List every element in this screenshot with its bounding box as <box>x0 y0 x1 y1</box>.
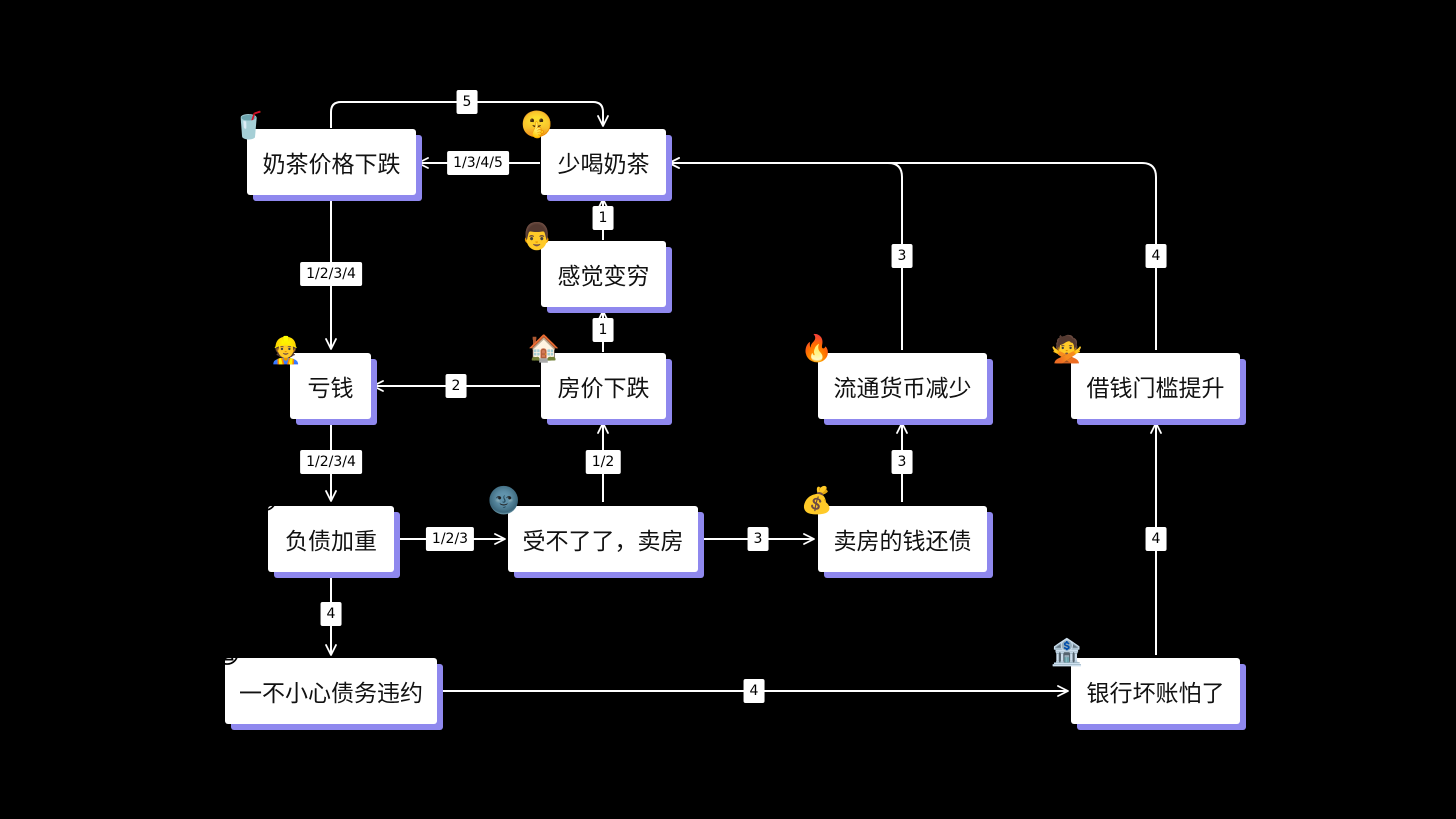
edge-label: 1/2 <box>585 450 621 474</box>
edge-label: 5 <box>456 90 478 114</box>
node-feel-poorer[interactable]: 感觉变穷 <box>541 241 672 313</box>
edge-label: 1 <box>592 206 614 230</box>
node-milk-tea-price-drop[interactable]: 奶茶价格下跌 <box>247 129 422 201</box>
node-label: 一不小心债务违约 <box>225 658 437 724</box>
node-debt-default[interactable]: 一不小心债务违约 <box>225 658 443 730</box>
edge-label: 1/2/3/4 <box>300 262 362 286</box>
edge-label: 4 <box>743 679 765 703</box>
cup-with-straw-icon: 🥤 <box>232 111 266 141</box>
node-money-supply-decrease[interactable]: 流通货币减少 <box>818 353 993 425</box>
edge-label: 1/2/3/4 <box>300 450 362 474</box>
node-bank-bad-debt[interactable]: 银行坏账怕了 <box>1071 658 1246 730</box>
node-lose-money[interactable]: 亏钱 <box>290 353 377 425</box>
edge-label: 3 <box>891 244 913 268</box>
gesturing-no-icon: 🙅 <box>1050 335 1084 365</box>
man-face-icon: 👨 <box>520 222 554 252</box>
node-debt-heavier[interactable]: 负债加重 <box>268 506 400 578</box>
node-label: 负债加重 <box>268 506 394 572</box>
money-bag-icon: 💰 <box>800 486 834 516</box>
edge-label: 2 <box>445 374 467 398</box>
node-label: 借钱门槛提升 <box>1071 353 1240 419</box>
node-drink-less-milk-tea[interactable]: 少喝奶茶 <box>541 129 672 201</box>
fire-icon: 🔥 <box>800 334 834 364</box>
new-moon-face-icon: 🌚 <box>487 486 521 516</box>
node-sell-house[interactable]: 受不了了，卖房 <box>508 506 704 578</box>
edge-label: 3 <box>747 527 769 551</box>
house-icon: 🏠 <box>527 334 561 364</box>
node-house-price-drop[interactable]: 房价下跌 <box>541 353 672 425</box>
node-repay-debt[interactable]: 卖房的钱还债 <box>818 506 993 578</box>
node-label: 流通货币减少 <box>818 353 987 419</box>
edge-label: 1/3/4/5 <box>447 151 509 175</box>
node-label: 受不了了，卖房 <box>508 506 698 572</box>
edge-label: 4 <box>320 602 342 626</box>
node-label: 银行坏账怕了 <box>1071 658 1240 724</box>
node-label: 少喝奶茶 <box>541 129 666 195</box>
edge-money-supply-decrease-to-drink-less <box>668 157 903 350</box>
edge-lending-threshold-rise-to-drink-less <box>668 157 1157 350</box>
node-label: 卖房的钱还债 <box>818 506 987 572</box>
construction-worker-icon: 👷 <box>269 336 303 366</box>
shushing-face-icon: 🤫 <box>520 110 554 140</box>
node-lending-threshold-rise[interactable]: 借钱门槛提升 <box>1071 353 1246 425</box>
edge-label: 1 <box>592 318 614 342</box>
edge-label: 3 <box>891 450 913 474</box>
fearful-face-icon: 😨 <box>213 640 241 670</box>
edge-label: 4 <box>1145 527 1167 551</box>
edge-label: 1/2/3 <box>425 527 475 551</box>
edge-label: 4 <box>1145 244 1167 268</box>
persevering-face-icon: 😣 <box>251 486 279 516</box>
node-label: 感觉变穷 <box>541 241 666 307</box>
node-label: 奶茶价格下跌 <box>247 129 416 195</box>
bank-icon: 🏦 <box>1050 638 1084 668</box>
node-label: 房价下跌 <box>541 353 666 419</box>
node-label: 亏钱 <box>290 353 371 419</box>
